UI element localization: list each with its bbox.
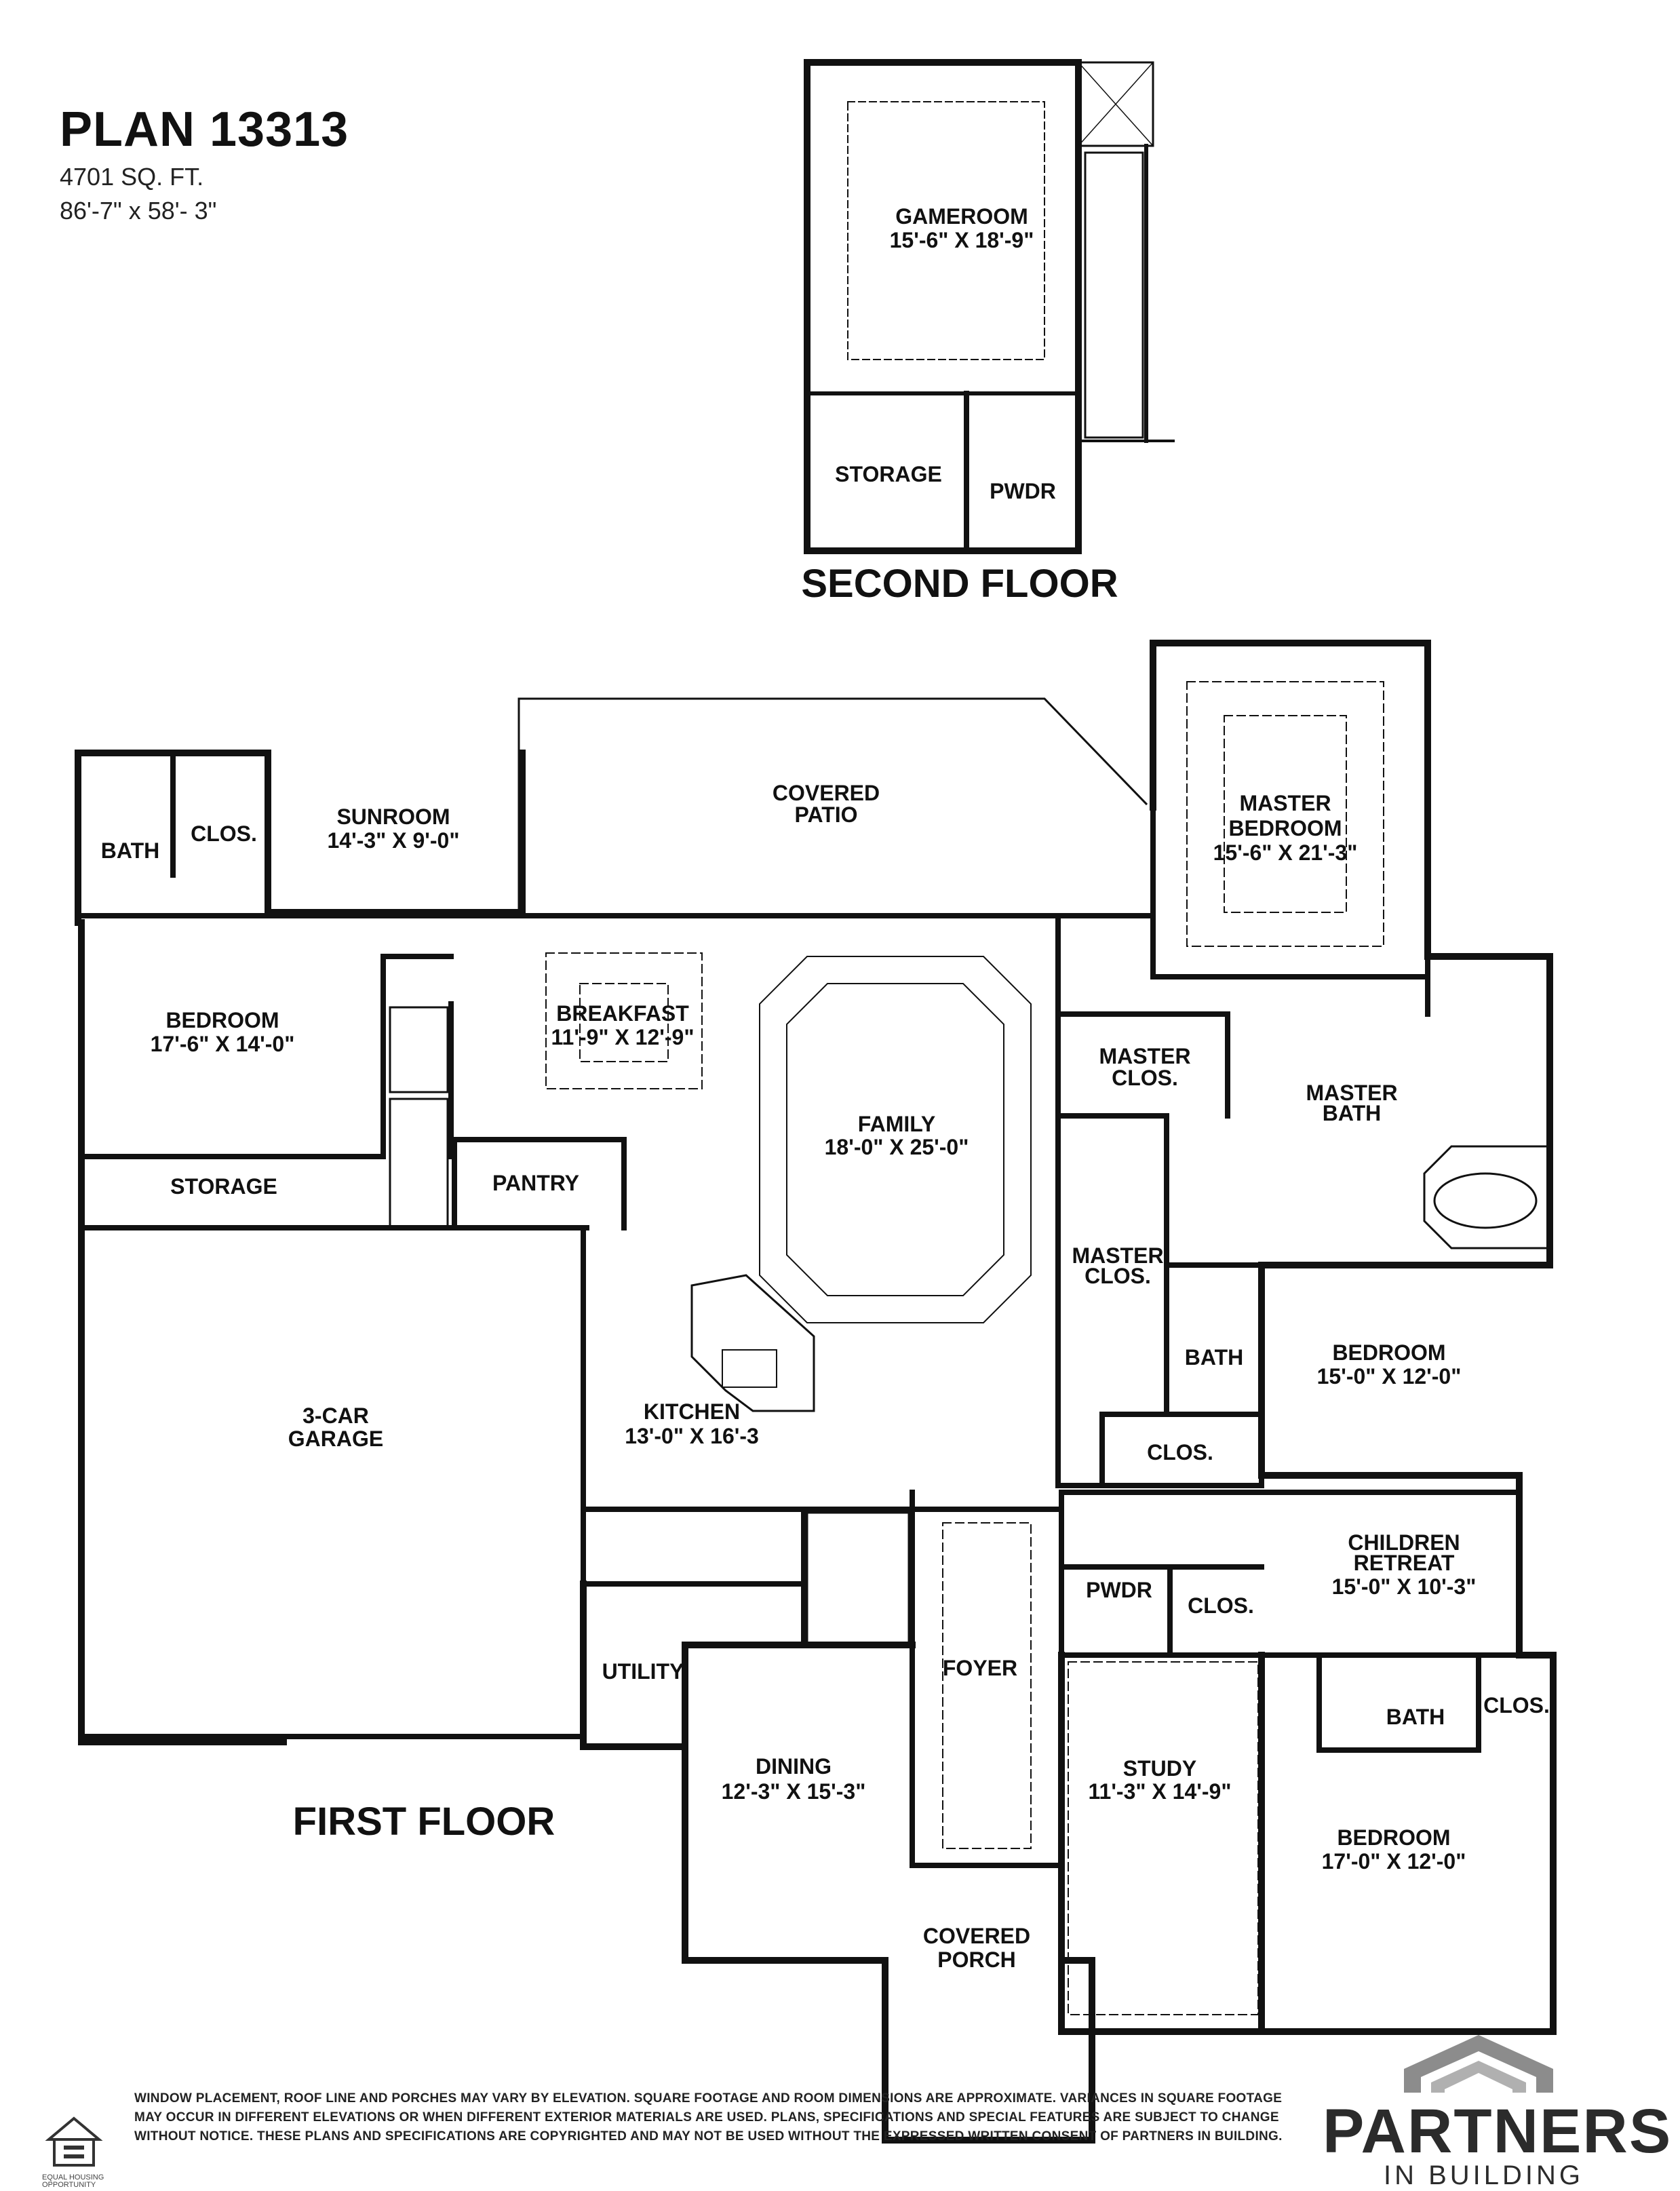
utility-label: UTILITY [602,1659,684,1684]
bath-1-label: BATH [101,838,160,863]
master-tub [1423,1145,1551,1249]
sunroom-label: SUNROOM [336,804,450,829]
disclaimer-text: WINDOW PLACEMENT, ROOF LINE AND PORCHES … [134,2091,1283,2144]
family-ceiling [759,956,1032,1323]
master-clos-2-label-1: MASTER [1072,1243,1163,1268]
second-floor-stairs [1084,151,1144,439]
equal-housing-icon [45,2116,103,2167]
family-label: FAMILY [858,1112,935,1136]
master-bedroom-size: 15'-6" X 21'-3" [1213,840,1358,865]
clos-4-label: CLOS. [1483,1693,1550,1718]
breakfast-size: 11'-9" X 12'-9" [551,1025,694,1049]
covered-porch-label-2: PORCH [937,1947,1016,1972]
master-clos-2-label-2: CLOS. [1085,1264,1151,1288]
second-floor-title: SECOND FLOOR [801,562,1118,606]
master-clos-1-label-2: CLOS. [1112,1066,1178,1090]
logo-roof-icon [1404,2035,1553,2093]
bedroom-1-label: BEDROOM [165,1008,279,1032]
bedroom-3-label: BEDROOM [1337,1825,1450,1850]
pantry-label: PANTRY [492,1171,579,1195]
master-bedroom-label-2: BEDROOM [1228,816,1342,840]
sunroom-size: 14'-3" X 9'-0" [328,828,460,853]
dining-label: DINING [756,1754,832,1779]
bedroom-3-size: 17'-0" X 12'-0" [1322,1849,1466,1874]
kitchen-size: 13'-0" X 16'-3 [625,1424,759,1448]
covered-patio-label-1: COVERED [773,781,880,805]
covered-patio-label-2: PATIO [794,802,857,827]
partners-logo: PARTNERS IN BUILDING [1316,2028,1671,2190]
clos-1-label: CLOS. [191,821,257,846]
clos-3-label: CLOS. [1188,1593,1254,1618]
pwdr-1-label: PWDR [1086,1578,1152,1602]
study-label: STUDY [1123,1756,1196,1781]
garage-label-2: GARAGE [288,1427,383,1451]
gameroom-label: GAMEROOM [895,204,1028,229]
plan-title: PLAN 13313 [60,102,349,157]
master-bath-label-1: MASTER [1306,1081,1397,1105]
second-floor-walls [804,59,1175,554]
first-floor-exterior-walls [75,640,1557,2144]
storage-2-label: STORAGE [835,462,942,486]
bedroom-2-size: 15'-0" X 12'-0" [1317,1364,1462,1389]
dining-size: 12'-3" X 15'-3" [722,1779,866,1804]
room-labels: GAMEROOM 15'-6" X 18'-9" STORAGE PWDR BA… [101,204,1550,1972]
children-retreat-label-2: RETREAT [1354,1551,1455,1575]
first-floor-title: FIRST FLOOR [293,1800,555,1844]
ceiling-details [545,681,1384,2015]
garage-label-1: 3-CAR [302,1403,369,1428]
family-size: 18'-0" X 25'-0" [825,1135,969,1159]
foyer-label: FOYER [943,1656,1017,1680]
square-footage: 4701 SQ. FT. [60,163,204,191]
bath-2-label: BATH [1185,1345,1244,1370]
children-retreat-size: 15'-0" X 10'-3" [1332,1574,1477,1599]
kitchen-label: KITCHEN [644,1399,740,1424]
first-floor-interior-walls [75,750,1556,1868]
master-bedroom-label-1: MASTER [1239,791,1331,815]
gameroom-size: 15'-6" X 18'-9" [890,228,1034,252]
brand-name: PARTNERS [1323,2097,1673,2166]
bath-3-label: BATH [1386,1705,1445,1729]
children-retreat-label-1: CHILDREN [1348,1530,1460,1555]
kitchen-island [690,1274,815,1412]
bedroom-2-label: BEDROOM [1332,1340,1445,1365]
covered-porch-label-1: COVERED [923,1924,1030,1948]
storage-1-label: STORAGE [170,1174,277,1199]
overall-dimensions: 86'-7" x 58'- 3" [60,197,217,225]
breakfast-label: BREAKFAST [556,1001,689,1026]
brand-tagline: IN BUILDING [1384,2160,1584,2190]
master-bath-label-2: BATH [1323,1101,1382,1125]
first-floor-stairs [389,1006,910,1646]
study-size: 11'-3" X 14'-9" [1088,1779,1231,1804]
master-clos-1-label-1: MASTER [1099,1044,1190,1068]
pwdr-2-label: PWDR [990,479,1056,503]
patio-outline [517,697,1148,914]
equal-housing-text: EQUAL HOUSING OPPORTUNITY [42,2173,104,2189]
clos-2-label: CLOS. [1147,1440,1213,1465]
bedroom-1-size: 17'-6" X 14'-0" [151,1032,295,1056]
